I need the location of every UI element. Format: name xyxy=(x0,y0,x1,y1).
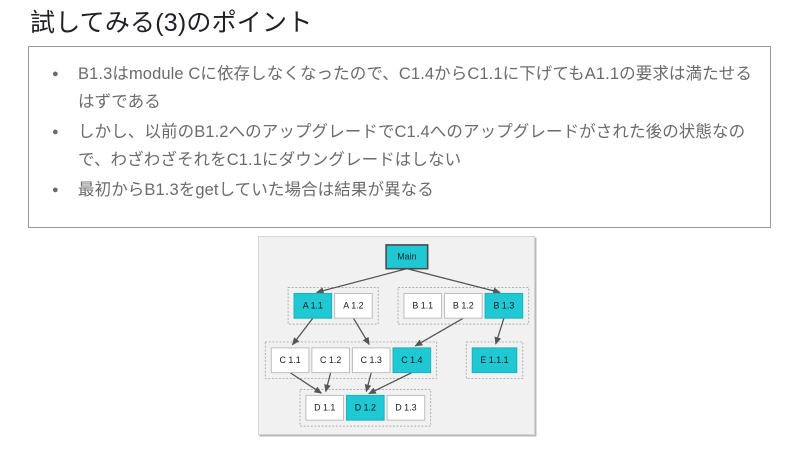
node-c14[interactable]: C 1.4 xyxy=(392,347,432,374)
node-label: Main xyxy=(397,252,416,262)
group-e xyxy=(465,341,524,380)
node-label: C 1.2 xyxy=(320,355,341,365)
node-label: C 1.3 xyxy=(361,355,382,365)
node-label: C 1.4 xyxy=(401,355,422,365)
node-c11[interactable]: C 1.1 xyxy=(270,347,310,374)
node-label: E 1.1.1 xyxy=(480,355,508,365)
edge-a12-to-c13 xyxy=(352,317,370,346)
node-label: D 1.2 xyxy=(355,403,376,413)
node-box xyxy=(311,347,350,374)
node-label: B 1.3 xyxy=(494,301,515,311)
node-box xyxy=(351,347,391,374)
edge-c11-to-d11 xyxy=(289,372,323,394)
node-label: B 1.1 xyxy=(412,301,433,311)
node-b11[interactable]: B 1.1 xyxy=(403,292,443,319)
node-d12[interactable]: D 1.2 xyxy=(346,394,385,421)
dependency-diagram-svg: Main A 1.1 A 1.2 B 1.1 B 1.2 B 1.3 C 1.1 C 1.2 C… xyxy=(264,244,530,427)
node-box xyxy=(293,292,333,319)
node-b13[interactable]: B 1.3 xyxy=(484,292,524,319)
page-title: 試してみる(3)のポイント xyxy=(30,9,313,37)
edge-main-to-b13 xyxy=(406,268,501,294)
node-box xyxy=(346,394,385,421)
node-b12[interactable]: B 1.2 xyxy=(444,292,483,319)
edge-b13-to-e111 xyxy=(494,317,505,345)
node-c12[interactable]: C 1.2 xyxy=(311,347,350,374)
node-box xyxy=(270,347,310,374)
bullet-list: B1.3はmodule Cに依存しなくなったので、C1.4からC1.1に下げても… xyxy=(29,47,770,204)
node-box xyxy=(385,244,429,270)
edge-a11-to-c11 xyxy=(291,317,314,346)
edge-c12-to-d11 xyxy=(324,372,332,393)
node-box xyxy=(386,394,426,421)
edge-c14-to-d12 xyxy=(368,372,413,395)
node-label: B 1.2 xyxy=(453,301,474,311)
edge-main-to-a11 xyxy=(315,268,408,294)
node-box xyxy=(403,292,443,319)
node-label: D 1.3 xyxy=(395,403,416,413)
node-d13[interactable]: D 1.3 xyxy=(386,394,426,421)
node-label: C 1.1 xyxy=(279,355,300,365)
node-box xyxy=(444,292,483,319)
group-c xyxy=(264,341,438,380)
edge-b12-to-c14 xyxy=(414,317,464,347)
node-e111[interactable]: E 1.1.1 xyxy=(471,347,518,374)
list-item: しかし、以前のB1.2へのアップグレードでC1.4へのアップグレードがされた後の… xyxy=(49,118,752,174)
node-box xyxy=(471,347,518,374)
body-text-box: B1.3はmodule Cに依存しなくなったので、C1.4からC1.1に下げても… xyxy=(28,46,771,228)
nodes-layer: Main A 1.1 A 1.2 B 1.1 B 1.2 B 1.3 C 1.1 C 1.2 C… xyxy=(270,244,524,421)
edges-layer xyxy=(289,268,505,395)
group-a xyxy=(287,286,379,325)
node-label: A 1.2 xyxy=(343,301,363,311)
node-a12[interactable]: A 1.2 xyxy=(334,292,373,319)
group-b xyxy=(397,286,530,325)
node-a11[interactable]: A 1.1 xyxy=(293,292,333,319)
node-c13[interactable]: C 1.3 xyxy=(351,347,391,374)
node-box xyxy=(305,394,345,421)
list-item: B1.3はmodule Cに依存しなくなったので、C1.4からC1.1に下げても… xyxy=(49,60,752,116)
node-label: D 1.1 xyxy=(314,403,335,413)
node-box xyxy=(484,292,524,319)
edge-c13-to-d12 xyxy=(364,372,372,393)
node-d11[interactable]: D 1.1 xyxy=(305,394,345,421)
list-item: 最初からB1.3をgetしていた場合は結果が異なる xyxy=(49,176,752,204)
node-label: A 1.1 xyxy=(303,301,323,311)
node-box xyxy=(334,292,373,319)
node-box xyxy=(392,347,432,374)
node-main[interactable]: Main xyxy=(385,244,429,270)
dependency-diagram: Main A 1.1 A 1.2 B 1.1 B 1.2 B 1.3 C 1.1 C 1.2 C… xyxy=(258,236,535,435)
